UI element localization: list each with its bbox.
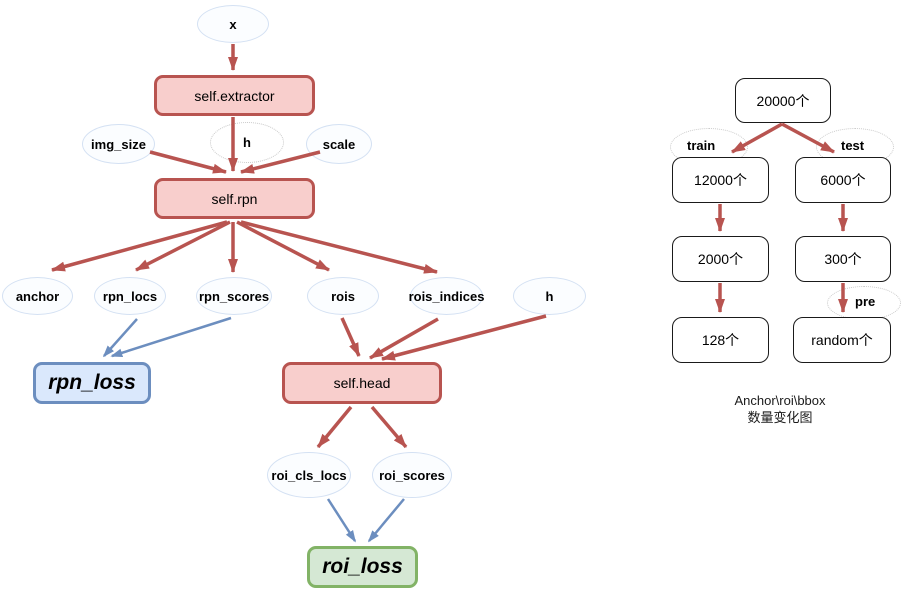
- arrow-roisindices-to-head: [369, 317, 439, 360]
- roi-loss-box: roi_loss: [307, 546, 418, 588]
- rpn-loss-box: rpn_loss: [33, 362, 151, 404]
- arrow-h-to-head: [381, 314, 547, 361]
- arrow-rois-to-head: [340, 317, 361, 357]
- node-rois-indices: rois_indices: [409, 277, 484, 315]
- node-h-mid: h: [210, 122, 284, 163]
- train-label: train: [687, 138, 716, 153]
- node-scale: scale: [306, 124, 372, 164]
- count-total-box: 20000个: [735, 78, 831, 123]
- count-test-random-box: random个: [793, 317, 891, 363]
- arrow-head-to-roiscores: [370, 405, 408, 449]
- node-anchor: anchor: [2, 277, 73, 315]
- arrow-rpnscores-to-rpnloss: [110, 316, 232, 358]
- node-rois: rois: [307, 277, 379, 315]
- arrow-rpn-to-rpnlocs: [135, 220, 231, 272]
- test-label: test: [841, 138, 865, 153]
- count-train-2000-box: 2000个: [672, 236, 769, 282]
- arrow-roiscores-to-roiloss: [367, 498, 405, 543]
- node-img-size: img_size: [82, 124, 155, 164]
- caption-line-2: 数量变化图: [747, 410, 813, 425]
- arrow-rpn-to-rois: [236, 220, 330, 272]
- extractor-box: self.extractor: [154, 75, 315, 116]
- node-x: x: [197, 5, 269, 43]
- pre-label: pre: [855, 294, 876, 309]
- node-roi-cls-locs: roi_cls_locs: [267, 452, 351, 498]
- rpn-box: self.rpn: [154, 178, 315, 219]
- arrow-head-to-roiclslocs: [316, 405, 353, 449]
- arrow-roiclslocs-to-roiloss: [326, 498, 357, 543]
- count-train-12000-box: 12000个: [672, 157, 769, 203]
- count-test-300-box: 300个: [795, 236, 891, 282]
- node-roi-scores: roi_scores: [372, 452, 452, 498]
- arrow-rpn-to-roisindices: [240, 220, 438, 274]
- node-rpn-locs: rpn_locs: [94, 277, 166, 315]
- arrow-imgsize-to-rpn: [149, 150, 227, 174]
- caption-line-1: Anchor\roi\bbox: [734, 393, 826, 408]
- count-test-6000-box: 6000个: [795, 157, 891, 203]
- arrow-rpn-to-anchor: [51, 220, 228, 272]
- head-box: self.head: [282, 362, 442, 404]
- node-rpn-scores: rpn_scores: [196, 277, 272, 315]
- node-h-right: h: [513, 277, 586, 315]
- arrow-rpnlocs-to-rpnloss: [102, 318, 138, 358]
- count-train-128-box: 128个: [672, 317, 769, 363]
- count-diagram-caption: Anchor\roi\bbox 数量变化图: [700, 392, 860, 426]
